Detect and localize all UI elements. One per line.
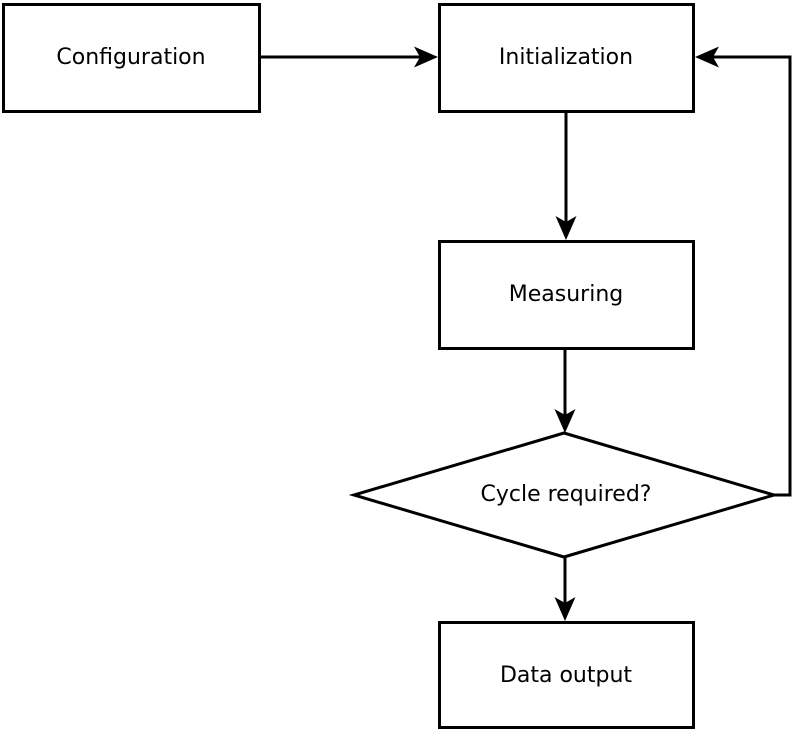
arrowhead-right-into-initialization — [414, 46, 438, 68]
arrowhead-down-into-cycle-required — [554, 409, 576, 433]
node-initialization-shape[interactable] — [438, 3, 695, 113]
node-cycle-required[interactable]: Cycle required? — [348, 431, 780, 559]
edge-cycle-required-to-initialization-feedback — [695, 46, 792, 497]
node-initialization[interactable]: Initialization — [438, 3, 695, 113]
arrowhead-down-into-data-output — [554, 597, 576, 621]
node-initialization-label: Initialization — [499, 45, 633, 70]
node-data-output-label: Data output — [500, 663, 632, 688]
node-cycle-required-shape[interactable] — [348, 431, 780, 559]
node-configuration[interactable]: Configuration — [2, 3, 261, 113]
node-cycle-required-label: Cycle required? — [481, 482, 652, 507]
node-configuration-shape[interactable] — [2, 3, 261, 113]
edge-configuration-to-initialization — [261, 46, 438, 68]
edge-line-feedback-loop — [705, 55, 792, 497]
edge-measuring-to-cycle-required — [554, 350, 576, 433]
node-measuring[interactable]: Measuring — [438, 240, 695, 350]
node-data-output[interactable]: Data output — [438, 621, 695, 729]
node-data-output-shape[interactable] — [438, 621, 695, 729]
edge-cycle-required-to-data-output — [554, 557, 576, 621]
node-configuration-label: Configuration — [56, 45, 205, 70]
edge-initialization-to-measuring — [555, 113, 577, 240]
arrowhead-left-into-initialization — [695, 46, 719, 68]
node-measuring-label: Measuring — [509, 282, 623, 307]
node-measuring-shape[interactable] — [438, 240, 695, 350]
arrowhead-down-into-measuring — [555, 216, 577, 240]
